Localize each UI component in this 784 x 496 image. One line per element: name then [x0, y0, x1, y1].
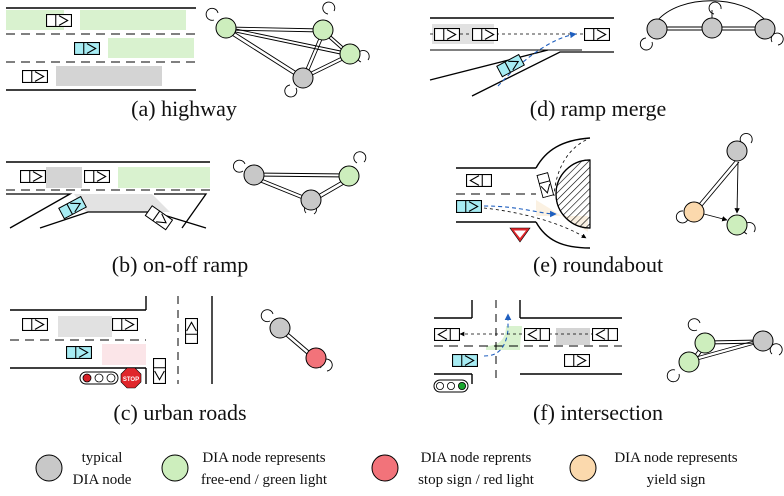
green-node: [312, 19, 334, 41]
car-icon: [564, 354, 590, 367]
car-icon: [524, 328, 550, 341]
legend-item-red: DIA node reprents stop sign / red light: [371, 450, 535, 488]
car-icon: [584, 28, 610, 41]
panel-urban-roads: STOP (c) urban roads: [10, 296, 333, 425]
gray-node: [754, 18, 776, 40]
car-icon: [22, 70, 48, 83]
car-icon: [434, 28, 460, 41]
intersection-graph: [666, 318, 783, 383]
green-node: [339, 43, 361, 65]
ego-car-icon: [452, 354, 478, 367]
highway-graph: [205, 1, 370, 98]
gray-node: [726, 140, 748, 162]
panel-intersection: (f) intersection: [433, 300, 783, 425]
legend-item-typical: typical DIA node: [35, 450, 132, 488]
panel-ramp-merge: (d) ramp merge: [429, 0, 784, 121]
yellow-circle-icon: [569, 454, 597, 482]
caption-intersection: (f) intersection: [533, 400, 663, 425]
caption-roundabout: (e) roundabout: [533, 252, 663, 277]
ramp-merge-graph: [639, 0, 784, 51]
legend-line2: DIA node: [73, 472, 132, 488]
intersection-road-scene: [433, 300, 622, 393]
car-icon: [153, 358, 166, 384]
legend-line2: stop sign / red light: [418, 472, 535, 488]
panel-highway: (a) highway: [6, 1, 370, 121]
urban-roads-road-scene: STOP: [10, 296, 213, 389]
caption-on-off-ramp: (b) on-off ramp: [112, 252, 248, 277]
caption-ramp-merge: (d) ramp merge: [530, 96, 666, 121]
traffic-light-icon: [79, 371, 119, 385]
car-icon: [112, 318, 138, 331]
legend-line1: DIA node represents: [614, 450, 737, 466]
highway-road-scene: [6, 7, 196, 91]
gray-node: [243, 164, 265, 186]
red-circle-icon: [371, 454, 399, 482]
stop-sign-icon: STOP: [120, 367, 142, 389]
legend-line2: yield sign: [647, 472, 706, 488]
roundabout-road-scene: [456, 137, 591, 249]
legend-item-yellow: DIA node represents yield sign: [569, 450, 738, 488]
ego-car-icon: [66, 346, 92, 359]
urban-roads-graph: [260, 309, 333, 372]
roundabout-graph: [675, 133, 756, 236]
car-icon: [592, 328, 618, 341]
car-icon: [536, 172, 555, 199]
gray-node: [752, 330, 774, 352]
legend-line1: DIA node represents: [202, 450, 325, 466]
car-icon: [185, 318, 198, 344]
car-icon: [22, 318, 48, 331]
yield-sign-icon: [509, 227, 531, 243]
green-node: [726, 214, 748, 236]
legend-line1: typical: [82, 450, 123, 466]
green-node: [678, 351, 700, 373]
panel-on-off-ramp: (b) on-off ramp: [6, 151, 367, 277]
on-off-ramp-graph: [233, 151, 367, 215]
legend-line2: free-end / green light: [201, 472, 328, 488]
car-icon: [472, 28, 498, 41]
green-node: [338, 165, 360, 187]
green-node: [694, 332, 716, 354]
caption-highway: (a) highway: [131, 96, 237, 121]
car-icon: [46, 14, 72, 27]
green-node: [215, 17, 237, 39]
ramp-merge-road-scene: [429, 17, 614, 97]
panel-roundabout: (e) roundabout: [456, 133, 756, 277]
red-node: [305, 347, 327, 369]
ego-car-icon: [58, 195, 87, 220]
on-off-ramp-road-scene: [6, 161, 210, 231]
traffic-light-icon: [433, 379, 469, 393]
gray-node: [646, 18, 668, 40]
legend: typical DIA node DIA node represents fre…: [35, 450, 738, 488]
stop-sign-label: STOP: [123, 377, 139, 383]
gray-circle-icon: [35, 454, 63, 482]
car-icon: [20, 170, 46, 183]
car-icon: [434, 328, 460, 341]
gray-node: [701, 17, 723, 39]
caption-urban-roads: (c) urban roads: [113, 400, 246, 425]
green-circle-icon: [161, 454, 189, 482]
ego-car-icon: [456, 200, 482, 213]
legend-line1: DIA node reprents: [421, 450, 532, 466]
ego-car-icon: [74, 42, 100, 55]
car-icon: [84, 170, 110, 183]
legend-item-green: DIA node represents free-end / green lig…: [161, 450, 328, 488]
car-icon: [466, 174, 492, 187]
yellow-node: [683, 201, 705, 223]
gray-node: [269, 317, 291, 339]
gray-node: [292, 67, 314, 89]
gray-node: [300, 189, 322, 211]
